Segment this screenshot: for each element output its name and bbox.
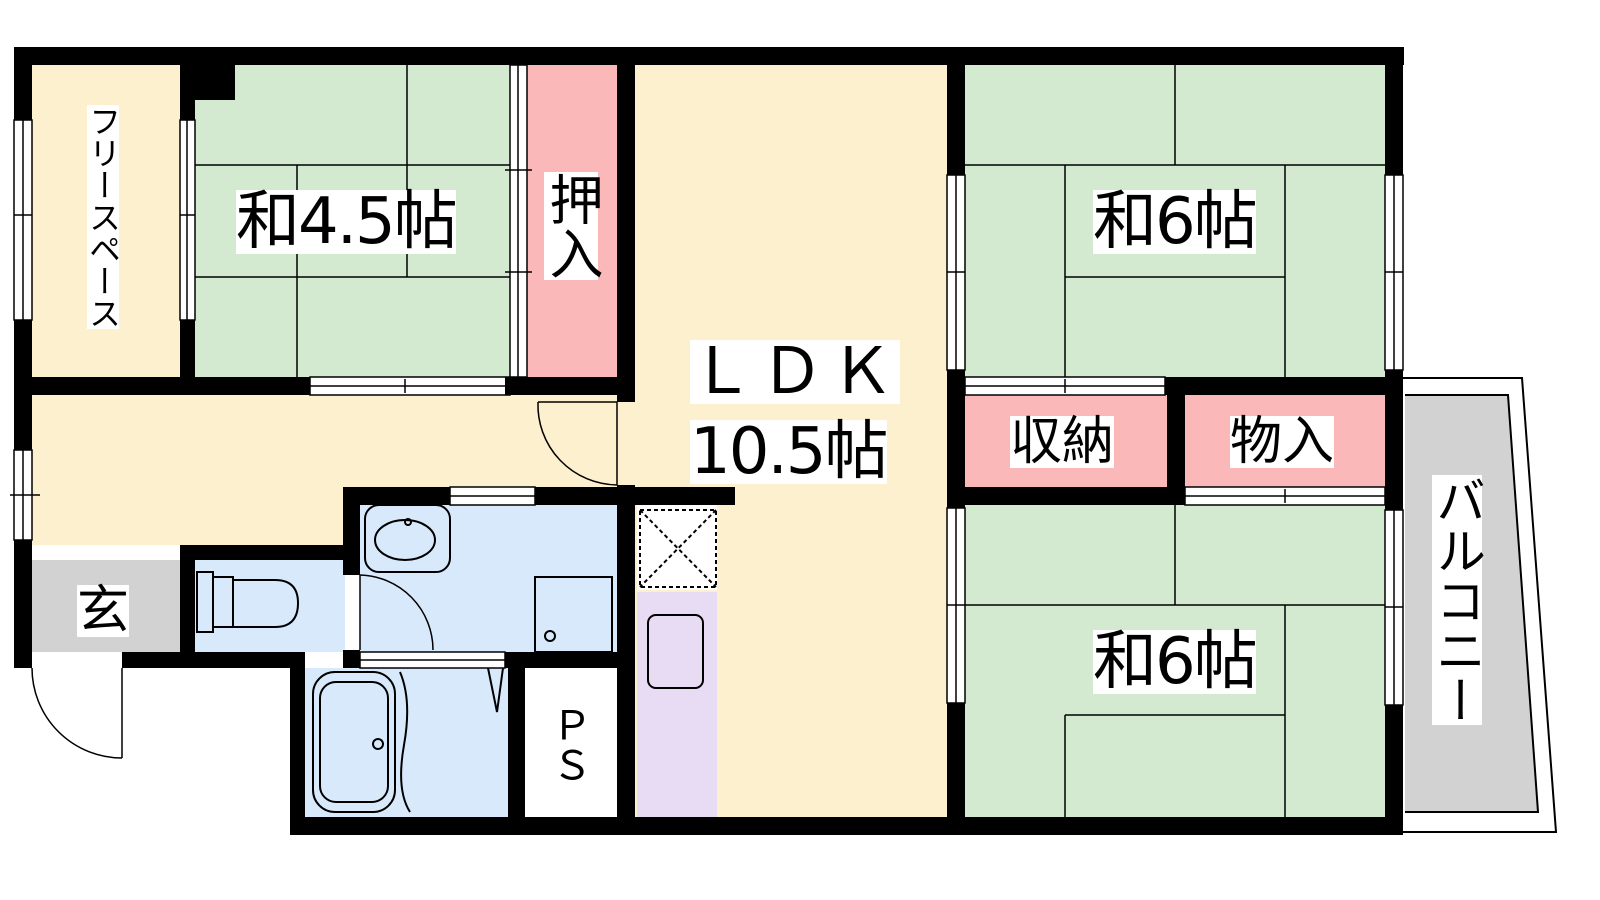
washitsu-6-lower-label: 和6帖 [1093,625,1258,699]
washroom-fill [360,505,617,653]
balcony-rail [1403,377,1558,833]
genkan-label: 玄 [77,581,130,641]
shuno-label: 収納 [1010,412,1115,472]
tatami-lines [195,65,1385,817]
free-space-label: フリースペース [84,105,122,329]
walls [14,47,1404,835]
refrigerator-space [639,509,717,588]
ldk-size-label: 10.5帖 [690,415,888,489]
washitsu-6-upper-label: 和6帖 [1093,185,1258,259]
washitsu-45-label: 和4.5帖 [236,185,458,259]
bathtub [312,671,396,813]
ps-label: ＰＳ [545,705,591,785]
balcony-label: バルコニー [1428,475,1486,725]
fixtures [196,504,717,813]
ldk-name-label: ＬＤＫ [690,335,900,409]
door-swings [31,401,618,759]
kitchen-sink [647,614,704,689]
oshiire-label: 押入 [540,172,603,280]
bath-fill [305,668,508,817]
toilet-fill [195,560,345,652]
monoire-label: 物入 [1230,412,1335,472]
